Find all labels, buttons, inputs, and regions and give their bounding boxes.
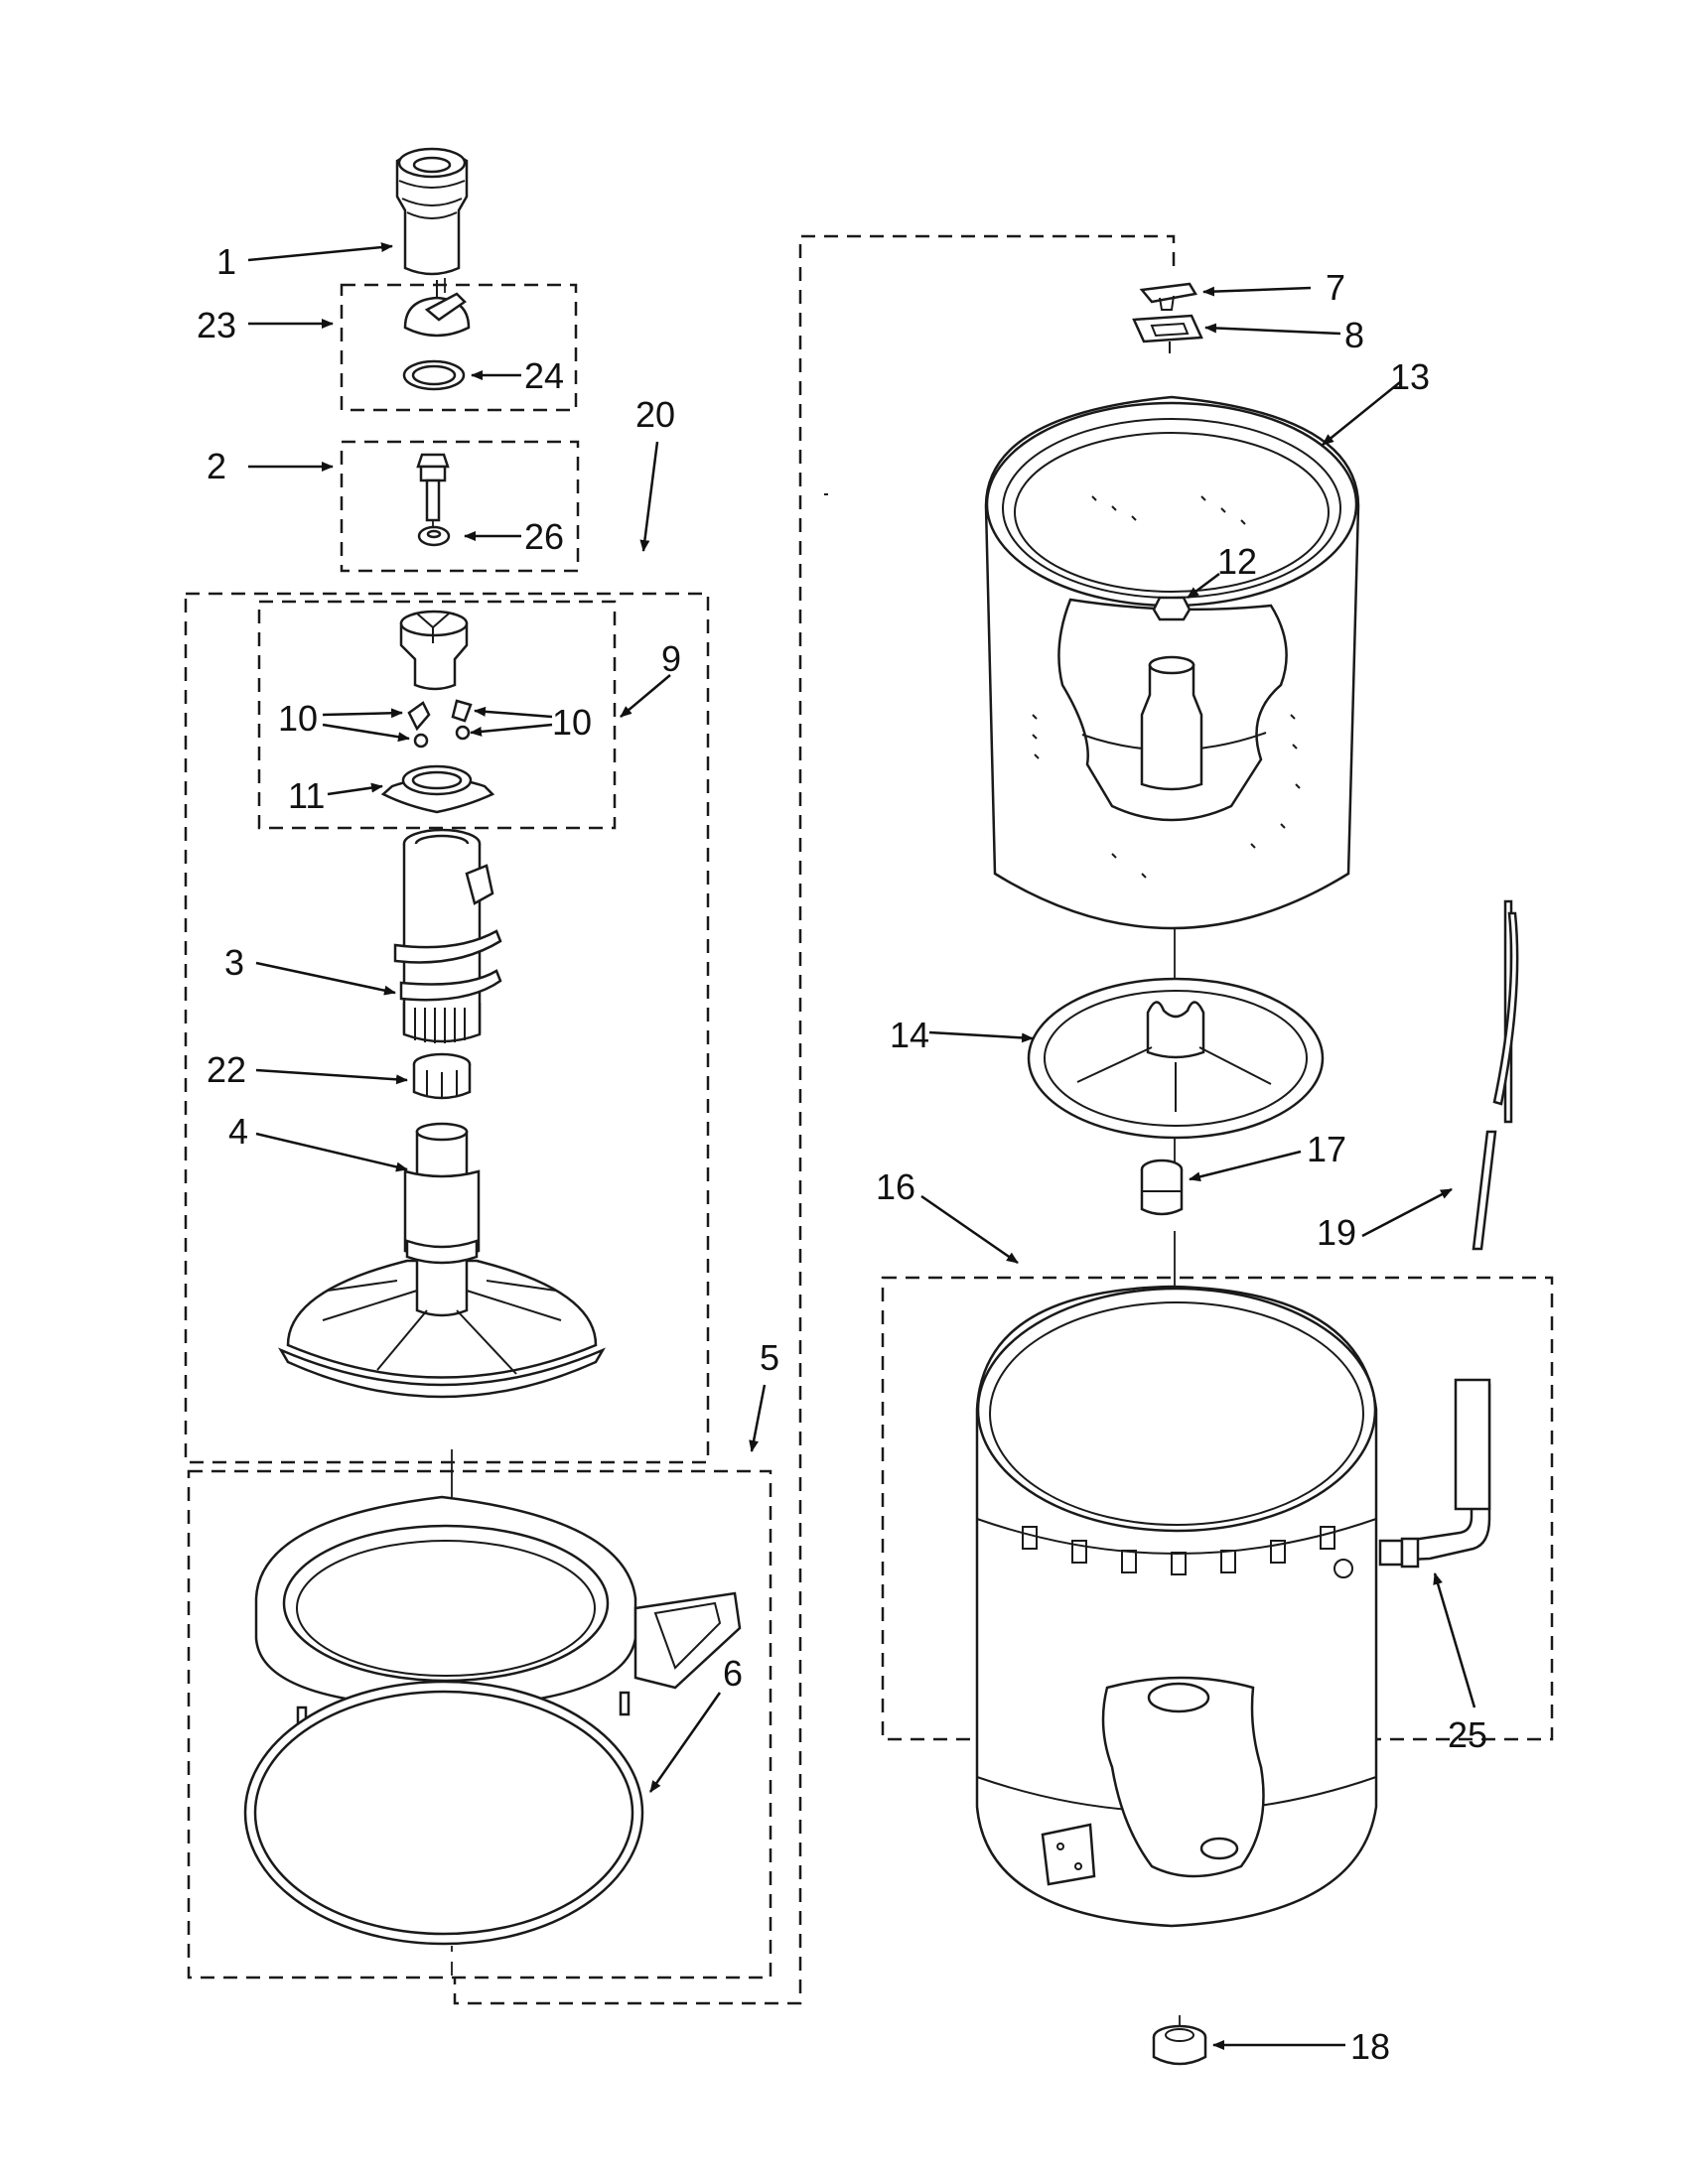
part-11-ring (380, 764, 495, 814)
callout-25: 25 (1448, 1714, 1487, 1755)
part-24-o-ring (402, 359, 466, 391)
callout-19: 19 (1317, 1212, 1356, 1253)
group-box-9 (257, 600, 617, 830)
callout-5: 5 (760, 1337, 779, 1378)
callout-24: 24 (524, 355, 564, 396)
callout-16: 16 (876, 1166, 915, 1207)
part-2-bolt (416, 453, 450, 522)
group-box-20 (184, 592, 710, 1464)
group-box-2 (340, 440, 580, 573)
part-16-outer-tub (975, 1285, 1378, 1928)
callout-11: 11 (288, 775, 325, 816)
part-3-auger (393, 828, 502, 1043)
part-14-pulsator (1027, 977, 1325, 1140)
callout-20: 20 (635, 394, 675, 435)
part-18-plug (1152, 2024, 1207, 2066)
callout-10a: 10 (278, 698, 318, 739)
part-12-nut (1152, 596, 1192, 621)
part-25-drain-hose (1378, 1378, 1491, 1569)
callout-13: 13 (1390, 356, 1430, 397)
callout-9: 9 (661, 638, 681, 679)
callout-8: 8 (1344, 315, 1364, 355)
connector-line (453, 234, 1176, 2005)
callout-17: 17 (1307, 1129, 1346, 1169)
callout-23: 23 (197, 305, 236, 345)
part-6-seal (243, 1680, 644, 1946)
callout-1: 1 (216, 241, 236, 282)
part-22-coupling (412, 1052, 472, 1100)
callout-6: 6 (723, 1653, 743, 1694)
callout-7: 7 (1326, 267, 1345, 308)
callout-26: 26 (524, 516, 564, 557)
part-10-dogs (407, 699, 473, 749)
part-5-tub-ring (254, 1495, 742, 1741)
part-7-clip (1139, 282, 1198, 311)
callout-18: 18 (1350, 2026, 1390, 2067)
callout-14: 14 (890, 1015, 929, 1055)
group-box-23 (340, 283, 578, 412)
callout-10b: 10 (552, 702, 592, 743)
leader-lines (247, 242, 1476, 2050)
part-1-dispenser (395, 147, 469, 276)
callout-12: 12 (1217, 541, 1257, 582)
part-8-bracket (1132, 314, 1203, 353)
callout-4: 4 (228, 1111, 248, 1152)
part-4-agitator-base (278, 1122, 606, 1399)
part-17-coupler (1140, 1159, 1184, 1216)
callout-labels: 1 23 24 2 26 20 9 10 10 11 3 22 4 5 6 7 … (197, 241, 1487, 2067)
callout-22: 22 (207, 1049, 246, 1090)
group-box-5 (187, 1469, 772, 1979)
part-19-hose (1472, 899, 1519, 1251)
part-23-cap (403, 280, 471, 338)
callout-2: 2 (207, 446, 226, 486)
part-26-washer (417, 525, 451, 547)
callout-3: 3 (224, 942, 244, 983)
part-13-basket (984, 395, 1360, 930)
part-9-cam (399, 610, 469, 691)
